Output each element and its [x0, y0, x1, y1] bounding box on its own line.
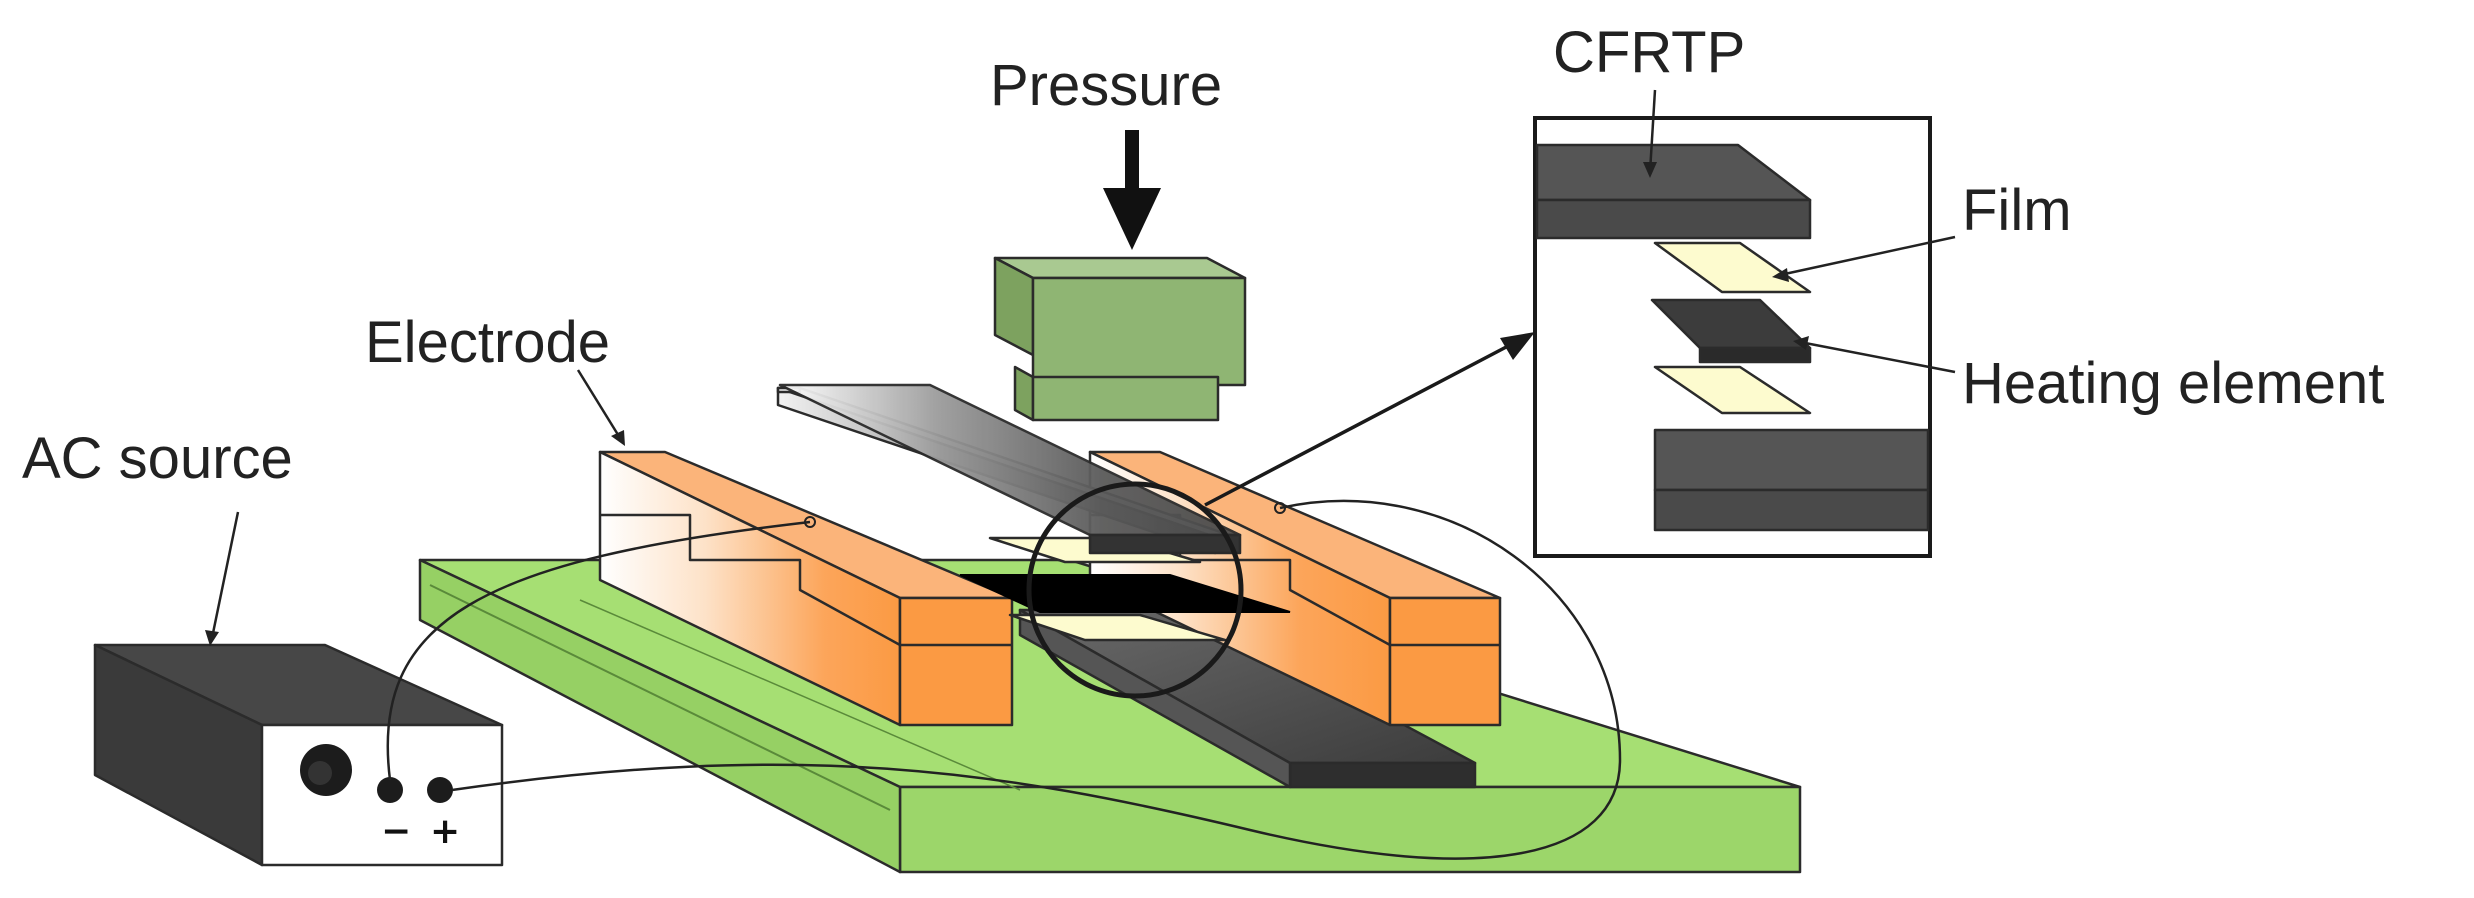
pressure-label: Pressure: [990, 53, 1222, 118]
leader-lines: [205, 89, 1956, 646]
electrode-label: Electrode: [365, 310, 610, 375]
left-electrode-front: [898, 596, 1014, 727]
magnify-pointer-arrow: [1204, 332, 1535, 507]
press-head-front: [1031, 276, 1247, 387]
cfrtp-label: CFRTP: [1553, 20, 1745, 85]
heating-element: [959, 574, 1291, 613]
inset-film-upper: [1653, 241, 1812, 294]
film-lower: [1008, 613, 1227, 642]
wires: [386, 499, 1622, 860]
upper-cfrtp-strip: [776, 383, 1242, 555]
ac-source-box: − +: [93, 643, 504, 867]
minus-terminal: [377, 777, 403, 803]
press-head: [993, 256, 1247, 422]
wire-minus: [386, 520, 811, 781]
wire-plus: [451, 499, 1622, 860]
base-plate-front: [898, 785, 1802, 874]
inset-film-lower: [1653, 365, 1812, 415]
ac-source-label: AC source: [22, 426, 293, 491]
right-electrode-front: [1388, 596, 1502, 727]
press-head-top: [993, 256, 1247, 280]
detail-inset: [1533, 116, 1932, 558]
plus-label: +: [430, 811, 460, 852]
plus-terminal: [427, 777, 453, 803]
film-label: Film: [1962, 178, 2072, 243]
minus-label: −: [381, 811, 411, 852]
left-electrode: [598, 450, 1014, 727]
heating-element-label: Heating element: [1962, 351, 2384, 416]
lower-cfrtp-strip: [1018, 608, 1477, 789]
pressure-arrow-icon: [1103, 130, 1161, 250]
inset-cfrtp-bottom: [1653, 428, 1930, 492]
magnifier-circle-icon: [1026, 481, 1244, 699]
